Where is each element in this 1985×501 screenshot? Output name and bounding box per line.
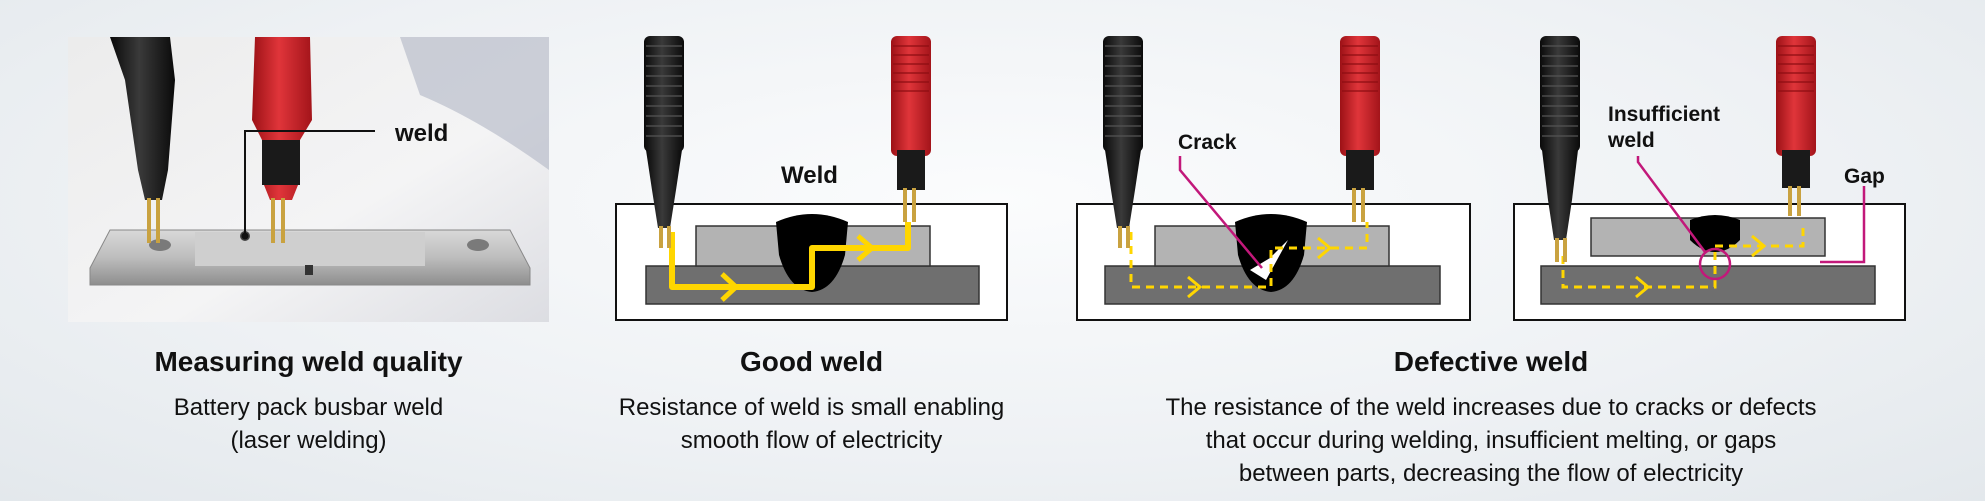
defective-weld-caption-desc: The resistance of the weld increases due… xyxy=(1077,391,1905,490)
photo-weld-label: weld xyxy=(394,120,448,147)
photo-caption-desc: Battery pack busbar weld (laser welding) xyxy=(68,391,549,457)
black-probe xyxy=(644,36,684,248)
crack-diagram xyxy=(1076,36,1471,321)
good-desc-line2: smooth flow of electricity xyxy=(680,427,943,454)
gap-label: Gap xyxy=(1844,165,1885,188)
good-desc-line1: Resistance of weld is small enabling xyxy=(618,394,1005,421)
insufficient-weld-highlight xyxy=(1698,247,1732,281)
gap-leader xyxy=(1820,186,1866,264)
reduced-current-path xyxy=(1129,222,1369,289)
crack-label: Crack xyxy=(1178,131,1237,154)
good-weld-caption-desc: Resistance of weld is small enabling smo… xyxy=(590,391,1033,457)
photo-weld-leader xyxy=(241,130,375,240)
photo-desc-line1: Battery pack busbar weld xyxy=(173,394,444,421)
defective-desc-line2: that occur during welding, insufficient … xyxy=(1205,427,1777,454)
insufficient-label-line2: weld xyxy=(1607,129,1655,152)
insufficient-weld-nugget xyxy=(1690,215,1740,252)
defective-desc-line1: The resistance of the weld increases due… xyxy=(1165,394,1817,421)
crack-leader xyxy=(1178,156,1263,269)
photo-caption: Measuring weld quality Battery pack busb… xyxy=(68,345,549,457)
defective-weld-caption: Defective weld The resistance of the wel… xyxy=(1077,345,1905,490)
good-weld-caption: Good weld Resistance of weld is small en… xyxy=(590,345,1033,457)
good-weld-diagram xyxy=(615,36,1008,321)
photo-desc-line2: (laser welding) xyxy=(230,427,387,454)
defective-weld-caption-title: Defective weld xyxy=(1393,346,1589,377)
photo-caption-title: Measuring weld quality xyxy=(154,346,463,377)
insufficient-gap-diagram xyxy=(1513,36,1906,321)
crack-mark xyxy=(1250,240,1288,280)
red-probe xyxy=(891,36,931,222)
defective-desc-line3: between parts, decreasing the flow of el… xyxy=(1238,460,1744,487)
current-path xyxy=(669,222,911,290)
insufficient-leader xyxy=(1636,156,1707,253)
weld-photo xyxy=(68,37,549,322)
good-weld-caption-title: Good weld xyxy=(739,346,884,377)
good-weld-label: Weld xyxy=(781,162,838,189)
insufficient-label-line1: Insufficient xyxy=(1608,103,1720,126)
reduced-current-path-2 xyxy=(1561,222,1805,289)
